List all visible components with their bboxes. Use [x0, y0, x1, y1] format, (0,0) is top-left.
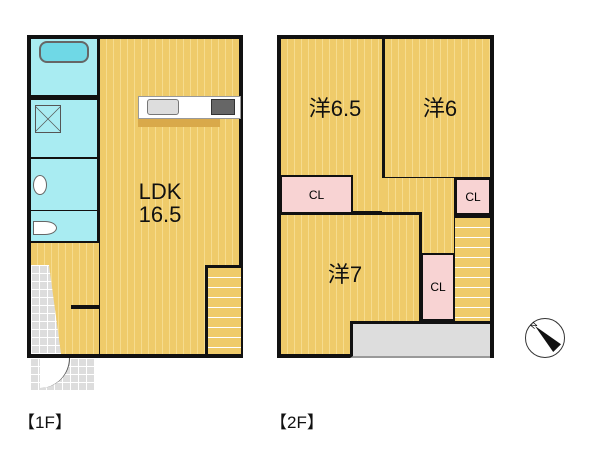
closet-3: CL — [421, 253, 455, 321]
room-size: 16.5 — [138, 202, 182, 228]
floor-label-2f: 【2F】 — [270, 413, 324, 432]
balcony — [350, 321, 494, 358]
counter-top — [138, 119, 220, 127]
closet-2: CL — [455, 178, 491, 215]
sink — [147, 99, 179, 115]
wash-basin — [33, 175, 47, 195]
closet-1: CL — [280, 175, 353, 215]
floor-2-plan: CL CL CL — [277, 35, 494, 358]
north-arrow-icon — [535, 326, 561, 352]
stove — [211, 99, 235, 115]
washing-machine-pan — [35, 105, 61, 133]
toilet — [33, 221, 57, 235]
room-label-western-6: 洋6 — [422, 96, 458, 121]
stairs-1f — [205, 265, 241, 354]
room-name: LDK — [138, 179, 182, 204]
room-label-western-6-5: 洋6.5 — [308, 96, 362, 121]
stairs-2f — [455, 215, 491, 321]
room-label-western-7: 洋7 — [327, 262, 363, 287]
outer-wall-right — [490, 35, 494, 358]
bathtub — [39, 41, 89, 63]
floor-label-1f: 【1F】 — [18, 413, 72, 432]
floor-1-plan — [27, 35, 243, 358]
wall — [71, 305, 99, 309]
compass: N — [525, 318, 565, 358]
